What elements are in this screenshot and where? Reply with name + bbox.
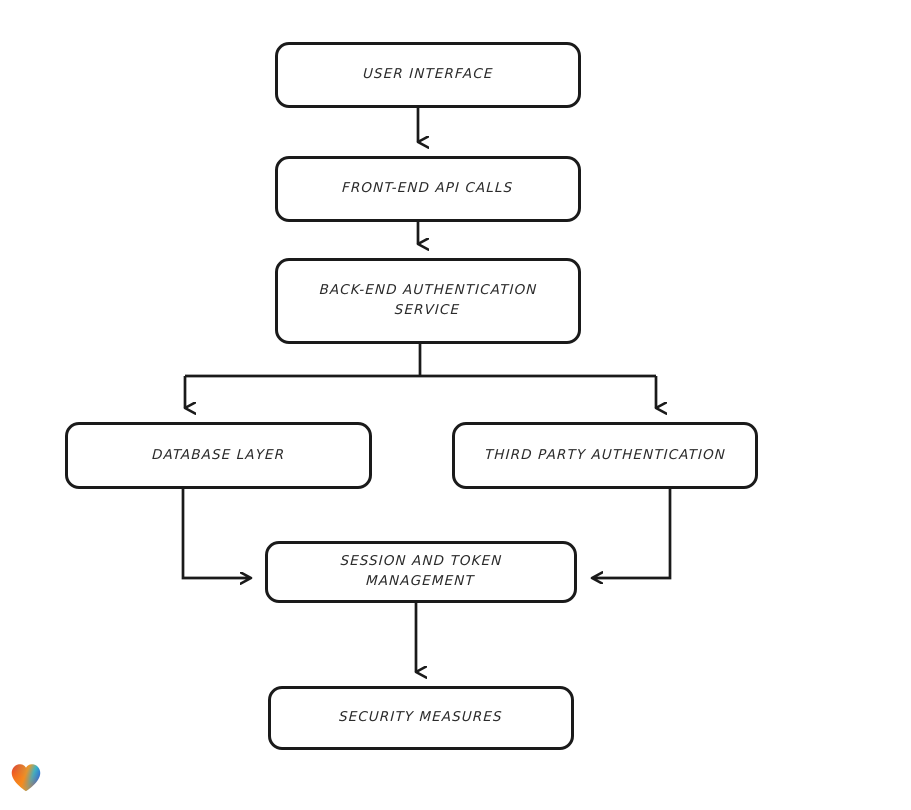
node-front-end-api-calls-label: FRONT-END API CALLS: [342, 180, 515, 197]
node-third-party-authentication[interactable]: THIRD PARTY AUTHENTICATION: [452, 422, 758, 489]
node-security-measures-label: SECURITY MEASURES: [338, 709, 504, 726]
node-security-measures[interactable]: SECURITY MEASURES: [268, 686, 574, 750]
node-session-and-token-management[interactable]: SESSION AND TOKEN MANAGEMENT: [265, 541, 577, 603]
node-session-and-token-management-label: SESSION AND TOKEN MANAGEMENT: [340, 553, 503, 589]
edge-database-to-session: [181, 489, 251, 578]
node-database-layer[interactable]: DATABASE LAYER: [65, 422, 372, 489]
node-back-end-authentication-service-label: BACK-END AUTHENTICATION SERVICE: [319, 282, 538, 318]
edge-thirdparty-to-session: [592, 489, 672, 578]
node-user-interface[interactable]: USER INTERFACE: [275, 42, 581, 108]
node-third-party-authentication-label: THIRD PARTY AUTHENTICATION: [484, 446, 726, 463]
heart-icon: [11, 764, 41, 792]
node-user-interface-label: USER INTERFACE: [362, 66, 494, 83]
node-back-end-authentication-service[interactable]: BACK-END AUTHENTICATION SERVICE: [275, 258, 581, 344]
node-database-layer-label: DATABASE LAYER: [151, 446, 286, 463]
node-front-end-api-calls[interactable]: FRONT-END API CALLS: [275, 156, 581, 222]
